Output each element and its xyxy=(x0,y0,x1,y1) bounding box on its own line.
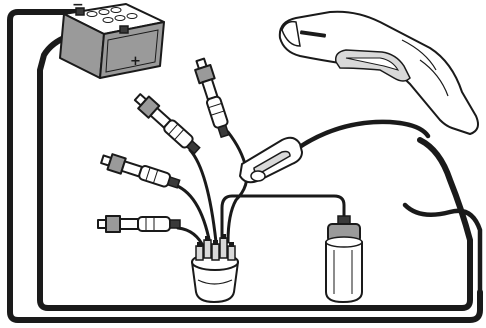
spark-plug-4 xyxy=(194,57,230,139)
ignition-coil-icon xyxy=(325,215,363,303)
timing-light-cable-loop xyxy=(402,202,483,295)
timing-light-brand-mark xyxy=(299,30,327,38)
battery-positive-terminal xyxy=(119,25,129,34)
spark-plug-icon xyxy=(97,57,230,233)
distributor-cap-icon xyxy=(191,234,239,303)
spark-plug-1 xyxy=(97,215,181,233)
battery-minus-symbol: − xyxy=(72,0,84,13)
timing-light-cable xyxy=(417,137,473,285)
battery-plus-symbol: + xyxy=(130,54,141,69)
clamp-cable xyxy=(295,119,431,151)
timing-light-icon xyxy=(278,10,479,135)
battery-negative-terminal xyxy=(75,7,85,16)
battery-negative-lead xyxy=(7,9,483,323)
spark-plug-2 xyxy=(100,153,181,189)
plug-lead-1 xyxy=(176,226,206,250)
plug-lead-3 xyxy=(188,148,218,244)
battery-icon: − + xyxy=(59,0,165,79)
spark-plug-3 xyxy=(133,93,201,155)
plug-lead-2 xyxy=(170,182,212,246)
plug-lead-4 xyxy=(226,130,249,244)
inductive-clamp-icon xyxy=(239,136,303,184)
coil-ht-lead xyxy=(220,194,346,242)
